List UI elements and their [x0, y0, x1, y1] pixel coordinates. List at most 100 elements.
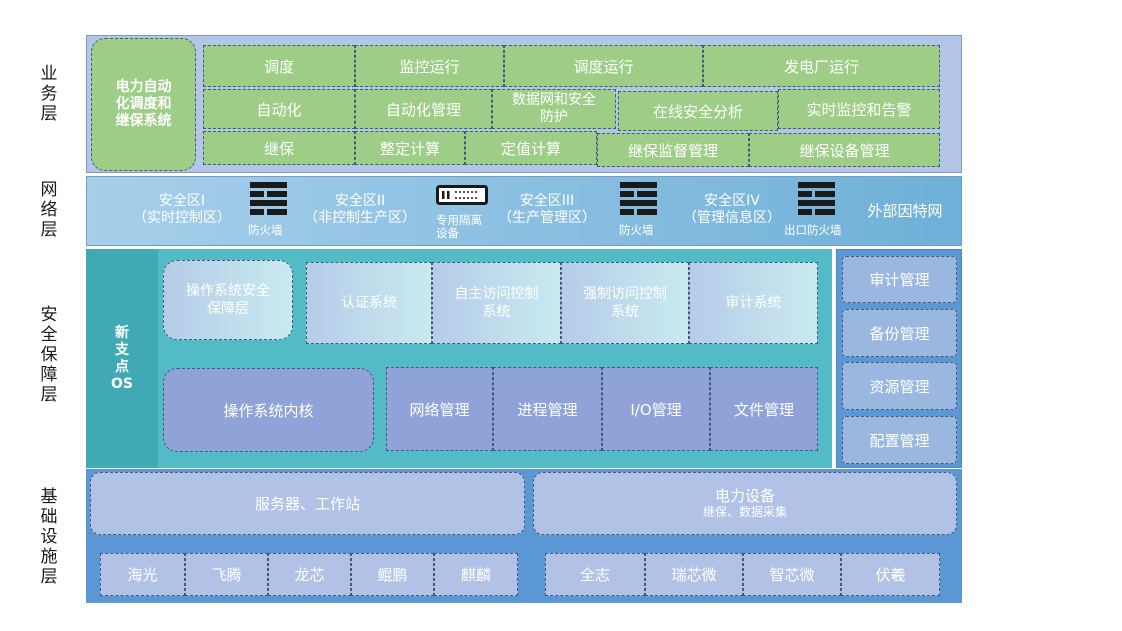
- chip-label: 全志: [579, 566, 610, 584]
- chip-label: 麒麟: [460, 566, 491, 584]
- exit-firewall-label: 出口防火墙: [784, 223, 842, 237]
- business-item-label: 数据网和安全 防护: [512, 92, 596, 125]
- os-brand-label: 新 支 点 OS: [111, 324, 133, 392]
- security-zone-1: 安全区I （实时控制区）: [133, 193, 231, 226]
- os-kernel-label: 操作系统内核: [223, 401, 314, 420]
- chip-hygon: 海光: [100, 553, 185, 596]
- chip-zhixinwei: 智芯微: [743, 553, 841, 596]
- chip-kunpeng: 鲲鹏: [351, 553, 434, 596]
- business-item-setting-calculation: 整定计算: [355, 131, 465, 165]
- exit-firewall-icon: [798, 182, 835, 215]
- business-item-label: 调度运行: [573, 57, 634, 76]
- resource-management-box: 资源管理: [842, 362, 957, 410]
- chip-rockchip: 瑞芯微: [645, 553, 743, 596]
- isolation-device-icon: [436, 185, 488, 205]
- power-automation-system-label: 电力自动 化调度和 继保系统: [115, 79, 172, 129]
- os-kernel-box: 操作系统内核: [163, 368, 374, 452]
- chip-label: 智芯微: [769, 566, 815, 584]
- business-item-label: 监控运行: [399, 57, 460, 76]
- isolation-device-label: 专用隔离 设备: [436, 213, 482, 240]
- chip-label: 飞腾: [211, 566, 242, 584]
- network-management-box: 网络管理: [386, 367, 493, 451]
- business-item-value-calculation: 定值计算: [465, 131, 597, 165]
- business-item-label: 继保监督管理: [627, 141, 718, 160]
- chip-kirin: 麒麟: [434, 553, 518, 596]
- security-item-label: I/O管理: [630, 400, 682, 419]
- chip-fuxi: 伏羲: [841, 553, 940, 596]
- audit-management-box: 审计管理: [842, 256, 957, 303]
- business-item-dispatch: 调度: [203, 45, 355, 87]
- business-item-relay-supervision: 继保监督管理: [597, 133, 749, 167]
- chip-label: 鲲鹏: [377, 566, 408, 584]
- security-item-label: 自主访问控制 系统: [454, 286, 539, 320]
- business-item-label: 定值计算: [500, 139, 561, 158]
- business-item-label: 自动化管理: [385, 100, 461, 119]
- business-item-relay-protection: 继保: [203, 131, 355, 165]
- chip-label: 海光: [127, 566, 158, 584]
- chip-label: 龙芯: [294, 566, 325, 584]
- firewall-icon: [250, 182, 287, 215]
- business-item-online-security-analysis: 在线安全分析: [618, 91, 778, 131]
- firewall-2-label: 防火墙: [619, 223, 654, 237]
- external-internet: 外部因特网: [867, 202, 943, 220]
- management-item-label: 资源管理: [869, 377, 930, 396]
- business-item-label: 继保设备管理: [799, 141, 890, 160]
- business-item-label: 发电厂运行: [783, 57, 859, 76]
- chip-phytium: 飞腾: [185, 553, 268, 596]
- security-item-label: 操作系统安全 保障层: [186, 283, 270, 317]
- business-item-dispatch-operation: 调度运行: [504, 45, 703, 87]
- backup-management-box: 备份管理: [842, 309, 957, 357]
- security-zone-4: 安全区IV （管理信息区）: [683, 193, 781, 226]
- security-zone-3: 安全区III （生产管理区）: [498, 193, 596, 226]
- power-equipment-box: 电力设备 继保、数据采集: [533, 472, 957, 535]
- business-item-label: 整定计算: [379, 139, 440, 158]
- discretionary-access-control-box: 自主访问控制 系统: [432, 262, 561, 344]
- security-item-label: 网络管理: [409, 400, 470, 419]
- security-item-label: 审计系统: [725, 295, 782, 311]
- audit-system-box: 审计系统: [689, 262, 818, 344]
- os-brand-column: 新 支 点 OS: [86, 249, 158, 468]
- power-automation-system-box: 电力自动 化调度和 继保系统: [91, 38, 196, 171]
- management-item-label: 备份管理: [869, 324, 930, 343]
- business-item-monitor-operation: 监控运行: [355, 45, 504, 87]
- power-equipment-title: 电力设备: [714, 487, 775, 505]
- power-equipment-subtitle: 继保、数据采集: [702, 505, 787, 519]
- layer-label-network: 网 络 层: [40, 180, 58, 240]
- io-management-box: I/O管理: [602, 367, 710, 451]
- firewall-1-label: 防火墙: [248, 223, 283, 237]
- mandatory-access-control-box: 强制访问控制 系统: [561, 262, 689, 344]
- business-item-label: 继保: [263, 139, 294, 158]
- business-item-data-network-security: 数据网和安全 防护: [492, 89, 616, 129]
- security-zone-2: 安全区II （非控制生产区）: [304, 193, 416, 226]
- security-item-label: 认证系统: [341, 295, 397, 311]
- chip-label: 伏羲: [875, 566, 906, 584]
- servers-workstations-label: 服务器、工作站: [254, 495, 360, 513]
- business-item-label: 自动化: [256, 100, 302, 119]
- security-item-label: 文件管理: [733, 400, 794, 419]
- business-item-realtime-monitoring-alarm: 实时监控和告警: [778, 89, 940, 129]
- authentication-system-box: 认证系统: [306, 262, 432, 344]
- chip-loongson: 龙芯: [268, 553, 351, 596]
- security-item-label: 进程管理: [517, 400, 578, 419]
- firewall-icon: [620, 182, 657, 215]
- process-management-box: 进程管理: [493, 367, 602, 451]
- layer-label-infrastructure: 基 础 设 施 层: [40, 487, 58, 587]
- layer-label-business: 业 务 层: [40, 64, 58, 124]
- management-item-label: 配置管理: [869, 431, 930, 450]
- file-management-box: 文件管理: [710, 367, 818, 451]
- business-item-power-plant-operation: 发电厂运行: [703, 45, 940, 87]
- layer-label-security: 安 全 保 障 层: [40, 305, 58, 405]
- os-security-layer-box: 操作系统安全 保障层: [163, 260, 293, 340]
- business-item-automation-management: 自动化管理: [355, 89, 492, 129]
- configuration-management-box: 配置管理: [842, 416, 957, 464]
- security-item-label: 强制访问控制 系统: [583, 286, 667, 320]
- business-item-label: 调度: [263, 57, 294, 76]
- servers-workstations-box: 服务器、工作站: [90, 472, 525, 535]
- management-item-label: 审计管理: [869, 271, 930, 289]
- business-item-automation: 自动化: [203, 89, 355, 129]
- chip-allwinner: 全志: [545, 553, 645, 596]
- business-item-relay-equipment-management: 继保设备管理: [749, 133, 940, 167]
- business-item-label: 实时监控和告警: [806, 100, 912, 119]
- business-item-label: 在线安全分析: [652, 102, 743, 121]
- chip-label: 瑞芯微: [671, 566, 717, 584]
